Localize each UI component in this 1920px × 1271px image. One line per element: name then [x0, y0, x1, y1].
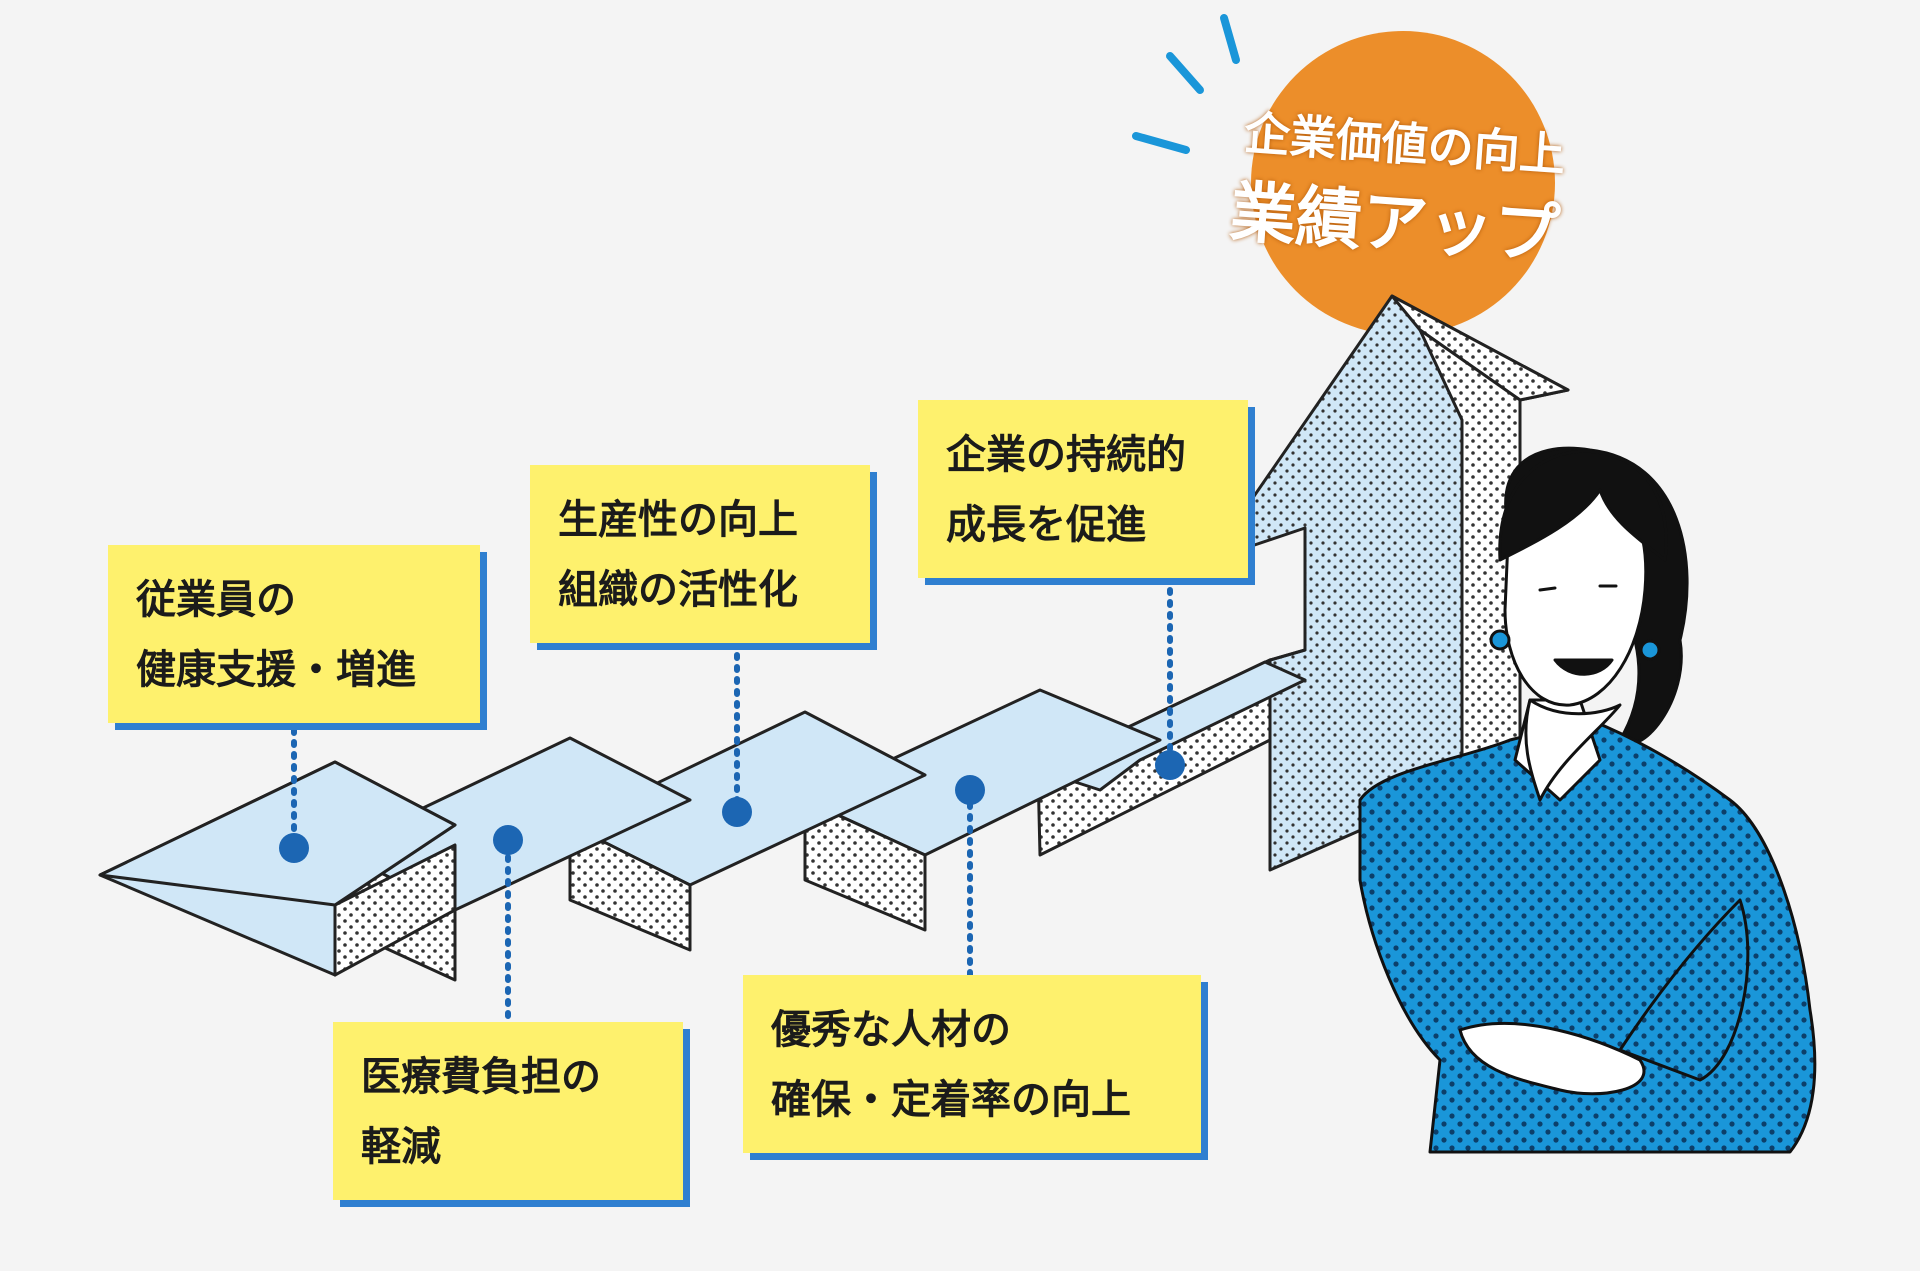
connector-dots — [279, 750, 1185, 863]
note-n5-line2: 成長を促進 — [946, 502, 1146, 548]
note-sustainable-growth: 企業の持続的 成長を促進 — [918, 400, 1248, 578]
dot-n3 — [722, 797, 752, 827]
dot-n1 — [279, 833, 309, 863]
dot-n4 — [955, 775, 985, 805]
note-n4-line2: 確保・定着率の向上 — [771, 1077, 1131, 1123]
note-n2-line2: 軽減 — [361, 1124, 441, 1170]
dot-n5 — [1155, 750, 1185, 780]
note-medical-cost: 医療費負担の 軽減 — [333, 1022, 683, 1200]
burst-lines-icon — [1132, 14, 1240, 154]
note-n4-line1: 優秀な人材の — [771, 1007, 1011, 1053]
note-health-support: 従業員の 健康支援・増進 — [108, 545, 480, 723]
note-talent-retention: 優秀な人材の 確保・定着率の向上 — [743, 975, 1201, 1153]
dot-n2 — [493, 825, 523, 855]
note-n1-line1: 従業員の — [136, 577, 296, 623]
note-n3-line2: 組織の活性化 — [558, 567, 798, 613]
connector-lines — [291, 587, 1173, 1023]
note-n3-line1: 生産性の向上 — [558, 497, 798, 543]
note-productivity: 生産性の向上 組織の活性化 — [530, 465, 870, 643]
woman-illustration — [1358, 446, 1817, 1154]
note-n1-line2: 健康支援・増進 — [136, 647, 416, 693]
growth-arrow — [1208, 294, 1570, 872]
badge-circle — [1251, 31, 1555, 335]
note-n5-line1: 企業の持続的 — [946, 432, 1186, 478]
note-n2-line1: 医療費負担の — [361, 1054, 601, 1100]
